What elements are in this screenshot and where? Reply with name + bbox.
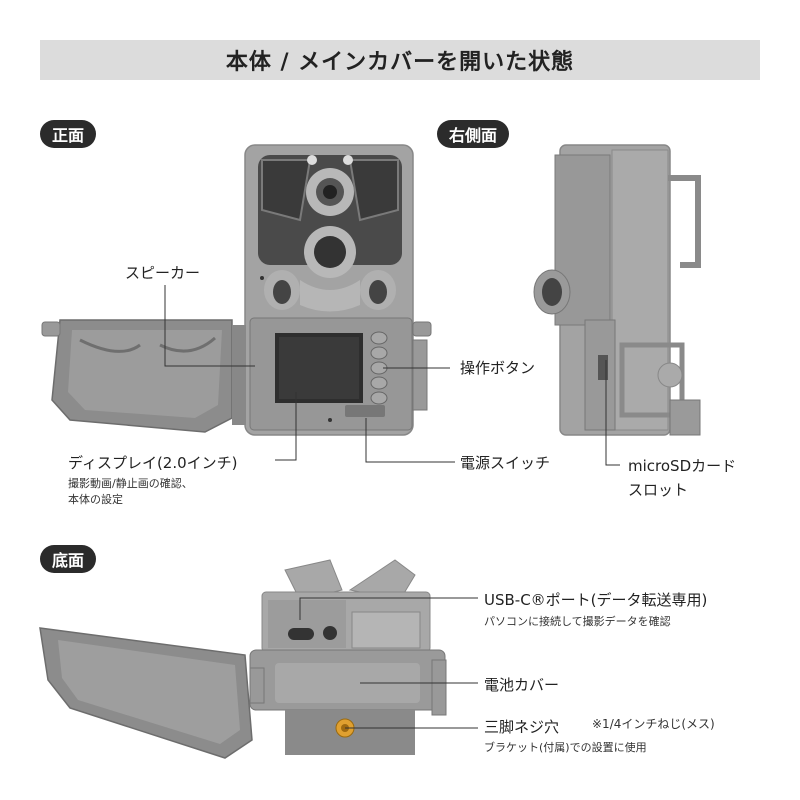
tripod-description: ブラケット(付属)での設置に使用 xyxy=(484,741,647,754)
tripod-label: 三脚ネジ穴 xyxy=(484,718,560,736)
usb-port-label: USB-C®ポート(データ転送専用) xyxy=(484,591,708,609)
display-description-2: 本体の設定 xyxy=(68,493,123,506)
page-title: 本体 / メインカバーを開いた状態 xyxy=(225,50,575,75)
section-right-side-badge: 右側面 xyxy=(437,120,510,148)
side-camera-body xyxy=(533,144,701,436)
section-bottom-badge: 底面 xyxy=(40,545,97,573)
front-camera-body xyxy=(41,144,432,436)
usb-port-description: パソコンに接続して撮影データを確認 xyxy=(484,615,671,628)
display-description-1: 撮影動画/静止画の確認、 xyxy=(68,477,193,490)
bottom-camera-body xyxy=(39,559,447,759)
sd-slot-label-2: スロット xyxy=(628,481,689,499)
buttons-label: 操作ボタン xyxy=(460,359,536,377)
section-front-badge: 正面 xyxy=(40,120,97,148)
title-banner: 本体 / メインカバーを開いた状態 xyxy=(40,40,760,80)
display-label: ディスプレイ(2.0インチ) xyxy=(68,454,238,472)
speaker-label: スピーカー xyxy=(125,264,201,282)
power-switch-label: 電源スイッチ xyxy=(460,454,551,472)
sd-slot-label-1: microSDカード xyxy=(628,457,737,475)
leader-lines xyxy=(164,285,620,729)
battery-cover-label: 電池カバー xyxy=(484,676,560,694)
tripod-note: ※1/4インチねじ(メス) xyxy=(592,717,715,731)
